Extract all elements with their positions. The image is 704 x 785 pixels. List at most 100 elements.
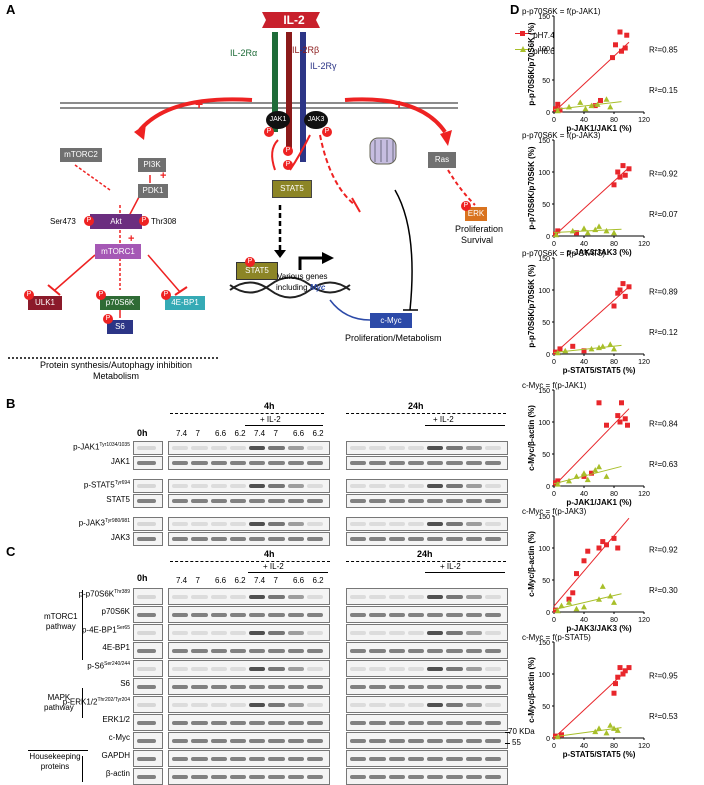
blot-strip [168, 768, 330, 785]
band [484, 612, 501, 617]
x-tick-label: 0 [552, 117, 556, 124]
r2-annotation: R²=0.63 [649, 460, 678, 469]
band [268, 666, 285, 671]
band [306, 537, 323, 541]
band [210, 684, 227, 689]
blot-strip [346, 456, 508, 470]
band [446, 446, 463, 450]
band [369, 684, 386, 689]
band [465, 630, 482, 635]
band [249, 522, 266, 526]
residue-label: Tyr694 [114, 480, 130, 486]
data-point [581, 603, 587, 610]
band [388, 756, 405, 761]
blot-strip [346, 642, 508, 659]
band [427, 612, 444, 617]
band [465, 446, 482, 450]
band [484, 522, 501, 526]
blot-strip [133, 517, 163, 531]
data-point [622, 293, 628, 299]
data-point [554, 107, 561, 114]
band [191, 446, 208, 450]
band [369, 612, 386, 617]
protein-synthesis-label: Protein synthesis/Autophagy inhibition [39, 360, 193, 370]
band [249, 702, 266, 707]
band [427, 537, 444, 541]
ph-label: 6.6 [293, 429, 305, 438]
band [287, 648, 304, 653]
band [388, 702, 405, 707]
protein-name: β-actin [105, 769, 130, 778]
data-point [626, 284, 632, 290]
band [388, 446, 405, 450]
x-tick-label: 0 [552, 743, 556, 750]
data-point [615, 290, 621, 296]
plus-akt: + [128, 233, 135, 245]
band [484, 684, 501, 689]
data-point [603, 729, 610, 736]
protein-name: JAK3 [110, 533, 130, 542]
band [350, 738, 367, 743]
band [350, 594, 367, 599]
band [427, 648, 444, 653]
band [210, 612, 227, 617]
il2-label: IL-2 [283, 13, 305, 27]
data-point [619, 400, 624, 406]
band [350, 499, 367, 503]
pdk1-box: PDK1 [138, 184, 168, 198]
data-point [581, 558, 587, 564]
band [427, 738, 444, 743]
data-point [619, 48, 624, 54]
y-tick-label: 150 [538, 256, 550, 263]
blot-row-label: GAPDH [102, 751, 130, 760]
band [465, 774, 482, 779]
data-point [596, 725, 602, 731]
band [369, 666, 386, 671]
blot-strip [346, 768, 508, 785]
band [210, 630, 227, 635]
data-point [570, 590, 576, 596]
band [287, 594, 304, 599]
blot-strip [133, 696, 163, 713]
blot-row-label: p-4E-BP1Ser65 [82, 625, 130, 635]
ph-label: 6.2 [312, 576, 324, 585]
group-house-line2: proteins [40, 762, 70, 771]
blot-strip [133, 678, 163, 695]
band [249, 612, 266, 617]
band [350, 684, 367, 689]
band [484, 594, 501, 599]
blot-strip [346, 479, 508, 493]
data-point [574, 571, 579, 577]
band [306, 756, 323, 761]
x-tick-label: 0 [552, 241, 556, 248]
band [268, 522, 285, 526]
band [229, 756, 246, 761]
data-point [584, 476, 591, 483]
data-point [596, 596, 602, 602]
group-mapk: MAPK pathway [44, 693, 74, 713]
data-point [615, 674, 621, 680]
panel-a-label: A [6, 2, 16, 17]
band [287, 756, 304, 761]
band [388, 522, 405, 526]
data-point [554, 733, 561, 740]
band [210, 774, 227, 779]
band [350, 648, 367, 653]
r2-annotation: R²=0.95 [649, 671, 678, 680]
band [210, 446, 227, 450]
data-point [588, 345, 595, 352]
phospho-4ebp1: P [161, 290, 171, 300]
protein-name: S6 [120, 679, 130, 688]
protein-name: ERK1/2 [102, 715, 130, 724]
band [369, 594, 386, 599]
band [350, 630, 367, 635]
band [427, 720, 444, 725]
pi3k-box: PI3K [138, 158, 166, 172]
band [249, 720, 266, 725]
phospho-stat5-dimer: P [245, 257, 255, 267]
residue-label: Ser65 [116, 625, 130, 631]
group-mtorc1-line1: mTORC1 [44, 612, 78, 621]
plus-sign-right: + [395, 96, 404, 112]
il2r-beta-chain [286, 32, 292, 152]
